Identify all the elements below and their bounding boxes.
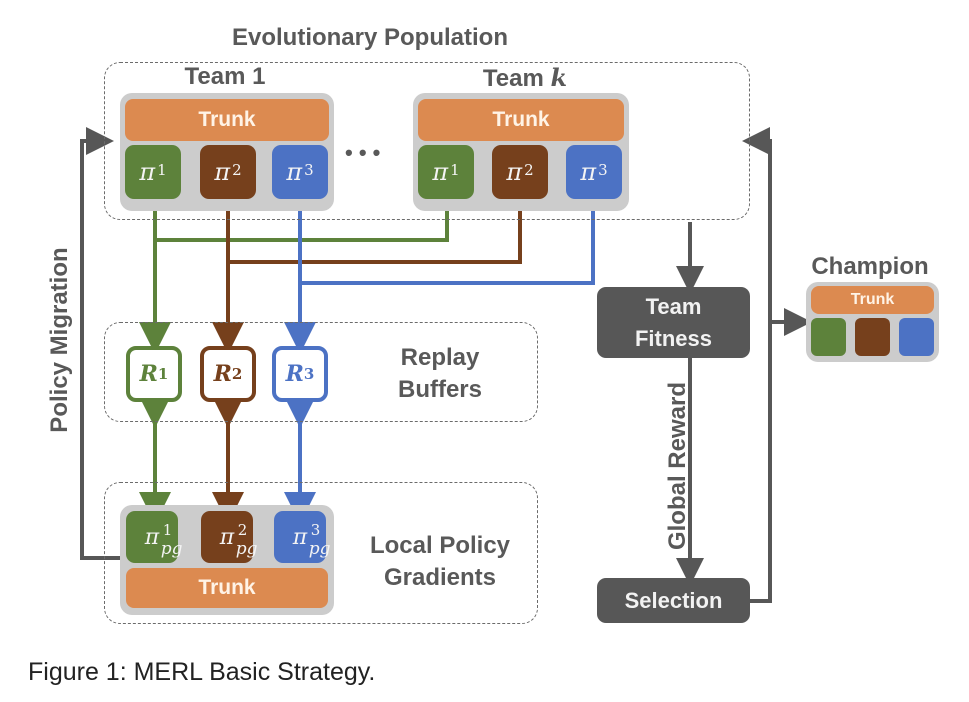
global-reward-label: Global Reward [664,381,691,551]
champion-trunk: Trunk [811,286,934,314]
policy-migration-label: Policy Migration [46,247,73,433]
blue-line-teamk [300,198,595,285]
policy-migration-arrow [80,127,122,560]
figure-caption: Figure 1: MERL Basic Strategy. [28,658,376,686]
selection-box: Selection [597,578,750,623]
champion-policy-2 [855,318,890,356]
selection-loop-arrow [742,127,772,603]
teamk-label: Team k [482,63,568,92]
pg-trunk: Trunk [126,568,328,608]
green-line-teamk [155,198,449,242]
champion-label: Champion [811,253,929,280]
local-pg-region [104,482,538,624]
champion-policy-1 [811,318,846,356]
population-region [104,62,750,220]
team1-label: Team 1 [184,63,266,90]
champion-policy-3 [899,318,934,356]
ellipsis: • • • [345,140,381,165]
teamk-trunk: Trunk [418,99,624,141]
population-title: Evolutionary Population [231,24,508,51]
team1-trunk: Trunk [125,99,329,141]
replay-region [104,322,538,422]
